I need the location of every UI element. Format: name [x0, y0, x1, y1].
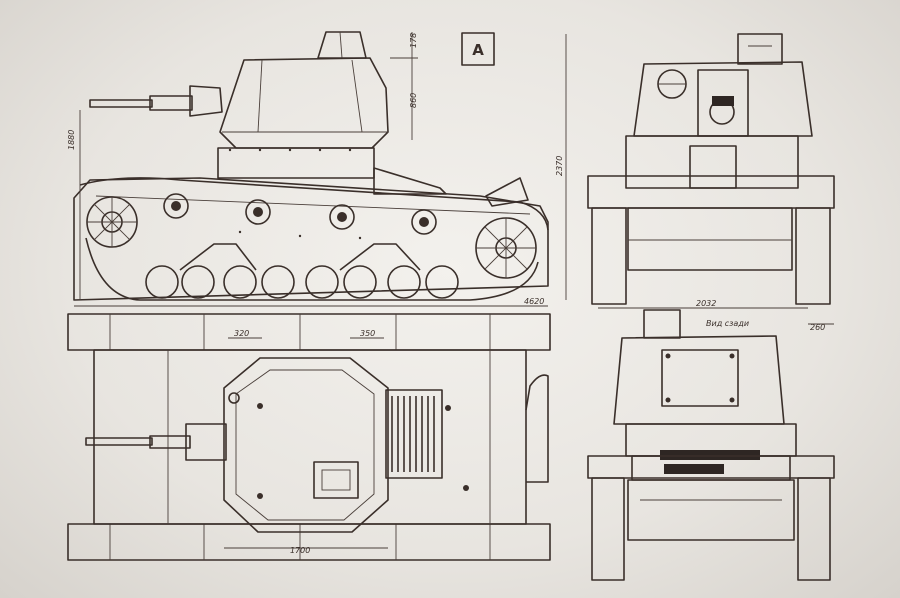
front-view: 2370 2032 260: [555, 33, 835, 332]
dim-side-length: 4620: [524, 297, 544, 306]
plate-label: A: [472, 41, 484, 59]
plate-label-box: A: [461, 32, 495, 66]
rear-view: Вид сзади: [587, 309, 835, 581]
dim-side-turret-top: 178: [409, 33, 418, 48]
top-view: 320 350 1700: [67, 313, 551, 561]
dim-front-track-width: 2032: [696, 299, 716, 308]
dim-front-track-shoe: 260: [810, 323, 825, 332]
dim-plan-offset-right: 350: [360, 329, 375, 338]
dim-plan-offset-left: 320: [234, 329, 249, 338]
dim-plan-turret-width: 1700: [290, 546, 310, 555]
rear-view-note: Вид сзади: [706, 319, 749, 328]
side-view: 4620 1880 178 860: [67, 31, 549, 307]
dim-side-overall-height: 1880: [67, 130, 76, 150]
dim-side-turret-height: 860: [409, 93, 418, 108]
dim-front-height: 2370: [555, 156, 564, 176]
